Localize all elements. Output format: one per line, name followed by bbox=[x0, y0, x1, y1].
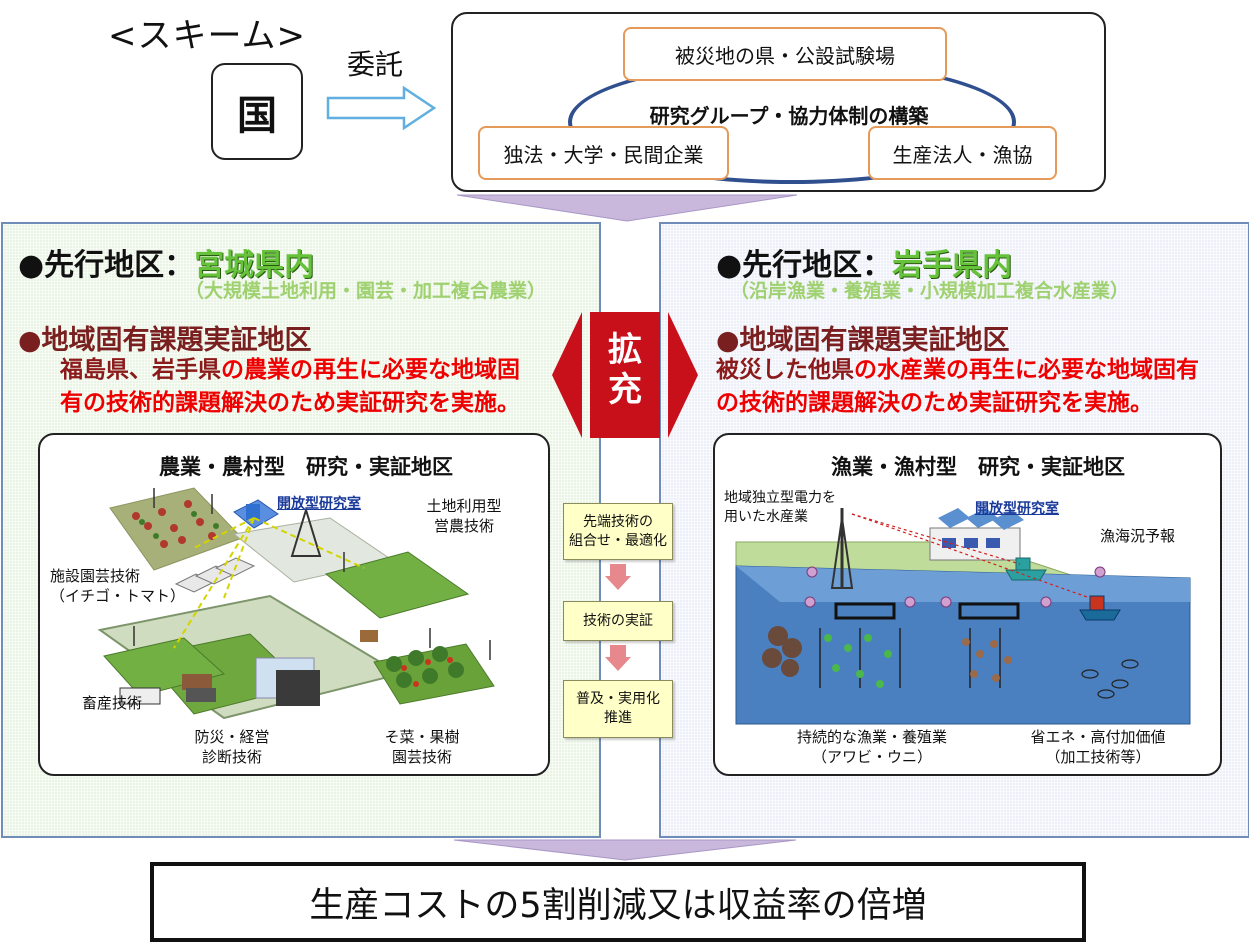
right-inner-title: 漁業・漁村型 研究・実証地区 bbox=[831, 455, 1125, 479]
label-sustainable-2: （アワビ・ウニ） bbox=[811, 748, 932, 766]
step-optimize-1: 先端技術の bbox=[583, 513, 653, 530]
label-land-use-1: 土地利用型 bbox=[426, 497, 502, 515]
label-greenhouse-1: 施設園芸技術 bbox=[50, 567, 141, 585]
step-deploy: 普及・実用化推進 bbox=[563, 680, 673, 738]
right-body-places: 被災した他県 bbox=[716, 357, 854, 383]
org-fishery: 生産法人・漁協 bbox=[868, 126, 1057, 180]
step-optimize: 先端技術の組合せ・最適化 bbox=[563, 503, 673, 560]
label-forecast: 漁海況予報 bbox=[1100, 527, 1176, 545]
label-energy: 省エネ・高付加価値 （加工技術等） bbox=[1018, 727, 1178, 767]
scheme-title: <スキーム> bbox=[108, 16, 306, 56]
right-open-lab: 開放型研究室 bbox=[975, 501, 1059, 517]
down-arrow-bottom bbox=[453, 839, 797, 861]
label-energy-2: （加工技術等） bbox=[1045, 748, 1151, 766]
label-land-use-2: 営農技術 bbox=[433, 517, 494, 535]
left-heading-prefix: ●先行地区： bbox=[18, 248, 195, 283]
farm-illustration bbox=[97, 487, 495, 720]
result-box: 生産コストの5割削減又は収益率の倍増 bbox=[150, 862, 1086, 942]
left-body-text: の農業の再生に必要な地域固有の技術的課題解決のため実証研究を実施。 bbox=[60, 357, 520, 416]
label-disaster-1: 防災・経営 bbox=[194, 728, 270, 746]
expand-arrow bbox=[552, 312, 698, 438]
right-heading-prefix: ●先行地区： bbox=[716, 248, 893, 283]
label-veg-1: そ菜・果樹 bbox=[384, 728, 460, 746]
commission-label: 委託 bbox=[347, 48, 404, 81]
step-arrow-1 bbox=[605, 564, 631, 590]
left-open-lab: 開放型研究室 bbox=[277, 496, 361, 512]
org-center-label: 研究グループ・協力体制の構築 bbox=[649, 104, 929, 128]
down-arrow-top bbox=[456, 194, 798, 222]
expand-char-2: 充 bbox=[608, 370, 642, 410]
label-livestock: 畜産技術 bbox=[82, 694, 143, 712]
label-disaster: 防災・経営 診断技術 bbox=[182, 727, 282, 767]
label-energy-1: 省エネ・高付加価値 bbox=[1030, 728, 1166, 746]
left-body: 福島県、岩手県の農業の再生に必要な地域固有の技術的課題解決のため実証研究を実施。 bbox=[60, 354, 540, 420]
fishery-illustration bbox=[735, 508, 1191, 725]
step-deploy-2: 推進 bbox=[604, 710, 632, 726]
label-vegetables: そ菜・果樹 園芸技術 bbox=[372, 727, 472, 767]
label-sustainable-1: 持続的な漁業・養殖業 bbox=[796, 728, 947, 746]
left-inner-title: 農業・農村型 研究・実証地区 bbox=[159, 455, 453, 479]
expand-label: 拡 充 bbox=[590, 330, 660, 410]
label-disaster-2: 診断技術 bbox=[201, 748, 262, 766]
org-prefecture: 被災地の県・公設試験場 bbox=[623, 27, 947, 81]
label-veg-2: 園芸技術 bbox=[391, 748, 452, 766]
label-greenhouse-2: （イチゴ・トマト） bbox=[50, 587, 186, 605]
left-section-heading: ●地域固有課題実証地区 bbox=[18, 325, 312, 356]
step-arrow-2 bbox=[605, 645, 631, 671]
left-subtitle: （大規模土地利用・園芸・加工複合農業） bbox=[185, 280, 547, 302]
step-demonstrate: 技術の実証 bbox=[563, 601, 673, 641]
left-heading-place: 宮城県内 bbox=[194, 248, 315, 283]
label-greenhouse: 施設園芸技術 （イチゴ・トマト） bbox=[50, 566, 185, 606]
label-power: 地域独立型電力を 用いた水産業 bbox=[724, 489, 836, 527]
org-universities: 独法・大学・民間企業 bbox=[478, 126, 729, 180]
label-land-use: 土地利用型 営農技術 bbox=[399, 496, 529, 536]
label-sustainable: 持続的な漁業・養殖業 （アワビ・ウニ） bbox=[782, 727, 962, 767]
commission-arrow bbox=[326, 86, 437, 130]
step-deploy-1: 普及・実用化 bbox=[576, 691, 660, 707]
right-subtitle: （沿岸漁業・養殖業・小規模加工複合水産業） bbox=[730, 280, 1130, 302]
expand-char-1: 拡 bbox=[608, 330, 642, 370]
step-optimize-2: 組合せ・最適化 bbox=[569, 532, 667, 549]
right-body: 被災した他県の水産業の再生に必要な地域固有の技術的課題解決のため実証研究を実施。 bbox=[716, 354, 1216, 420]
country-box: 国 bbox=[211, 63, 303, 160]
right-body-text: の水産業の再生に必要な地域固有の技術的課題解決のため実証研究を実施。 bbox=[716, 357, 1199, 416]
label-power-1: 地域独立型電力を bbox=[724, 490, 836, 506]
right-heading-place: 岩手県内 bbox=[892, 248, 1013, 283]
left-heading: ●先行地区：宮城県内 bbox=[18, 240, 314, 284]
left-body-places: 福島県、岩手県 bbox=[60, 357, 221, 383]
label-power-2: 用いた水産業 bbox=[724, 509, 808, 525]
right-heading: ●先行地区：岩手県内 bbox=[716, 240, 1012, 284]
right-section-heading: ●地域固有課題実証地区 bbox=[716, 325, 1010, 356]
left-inner-box bbox=[38, 433, 550, 776]
